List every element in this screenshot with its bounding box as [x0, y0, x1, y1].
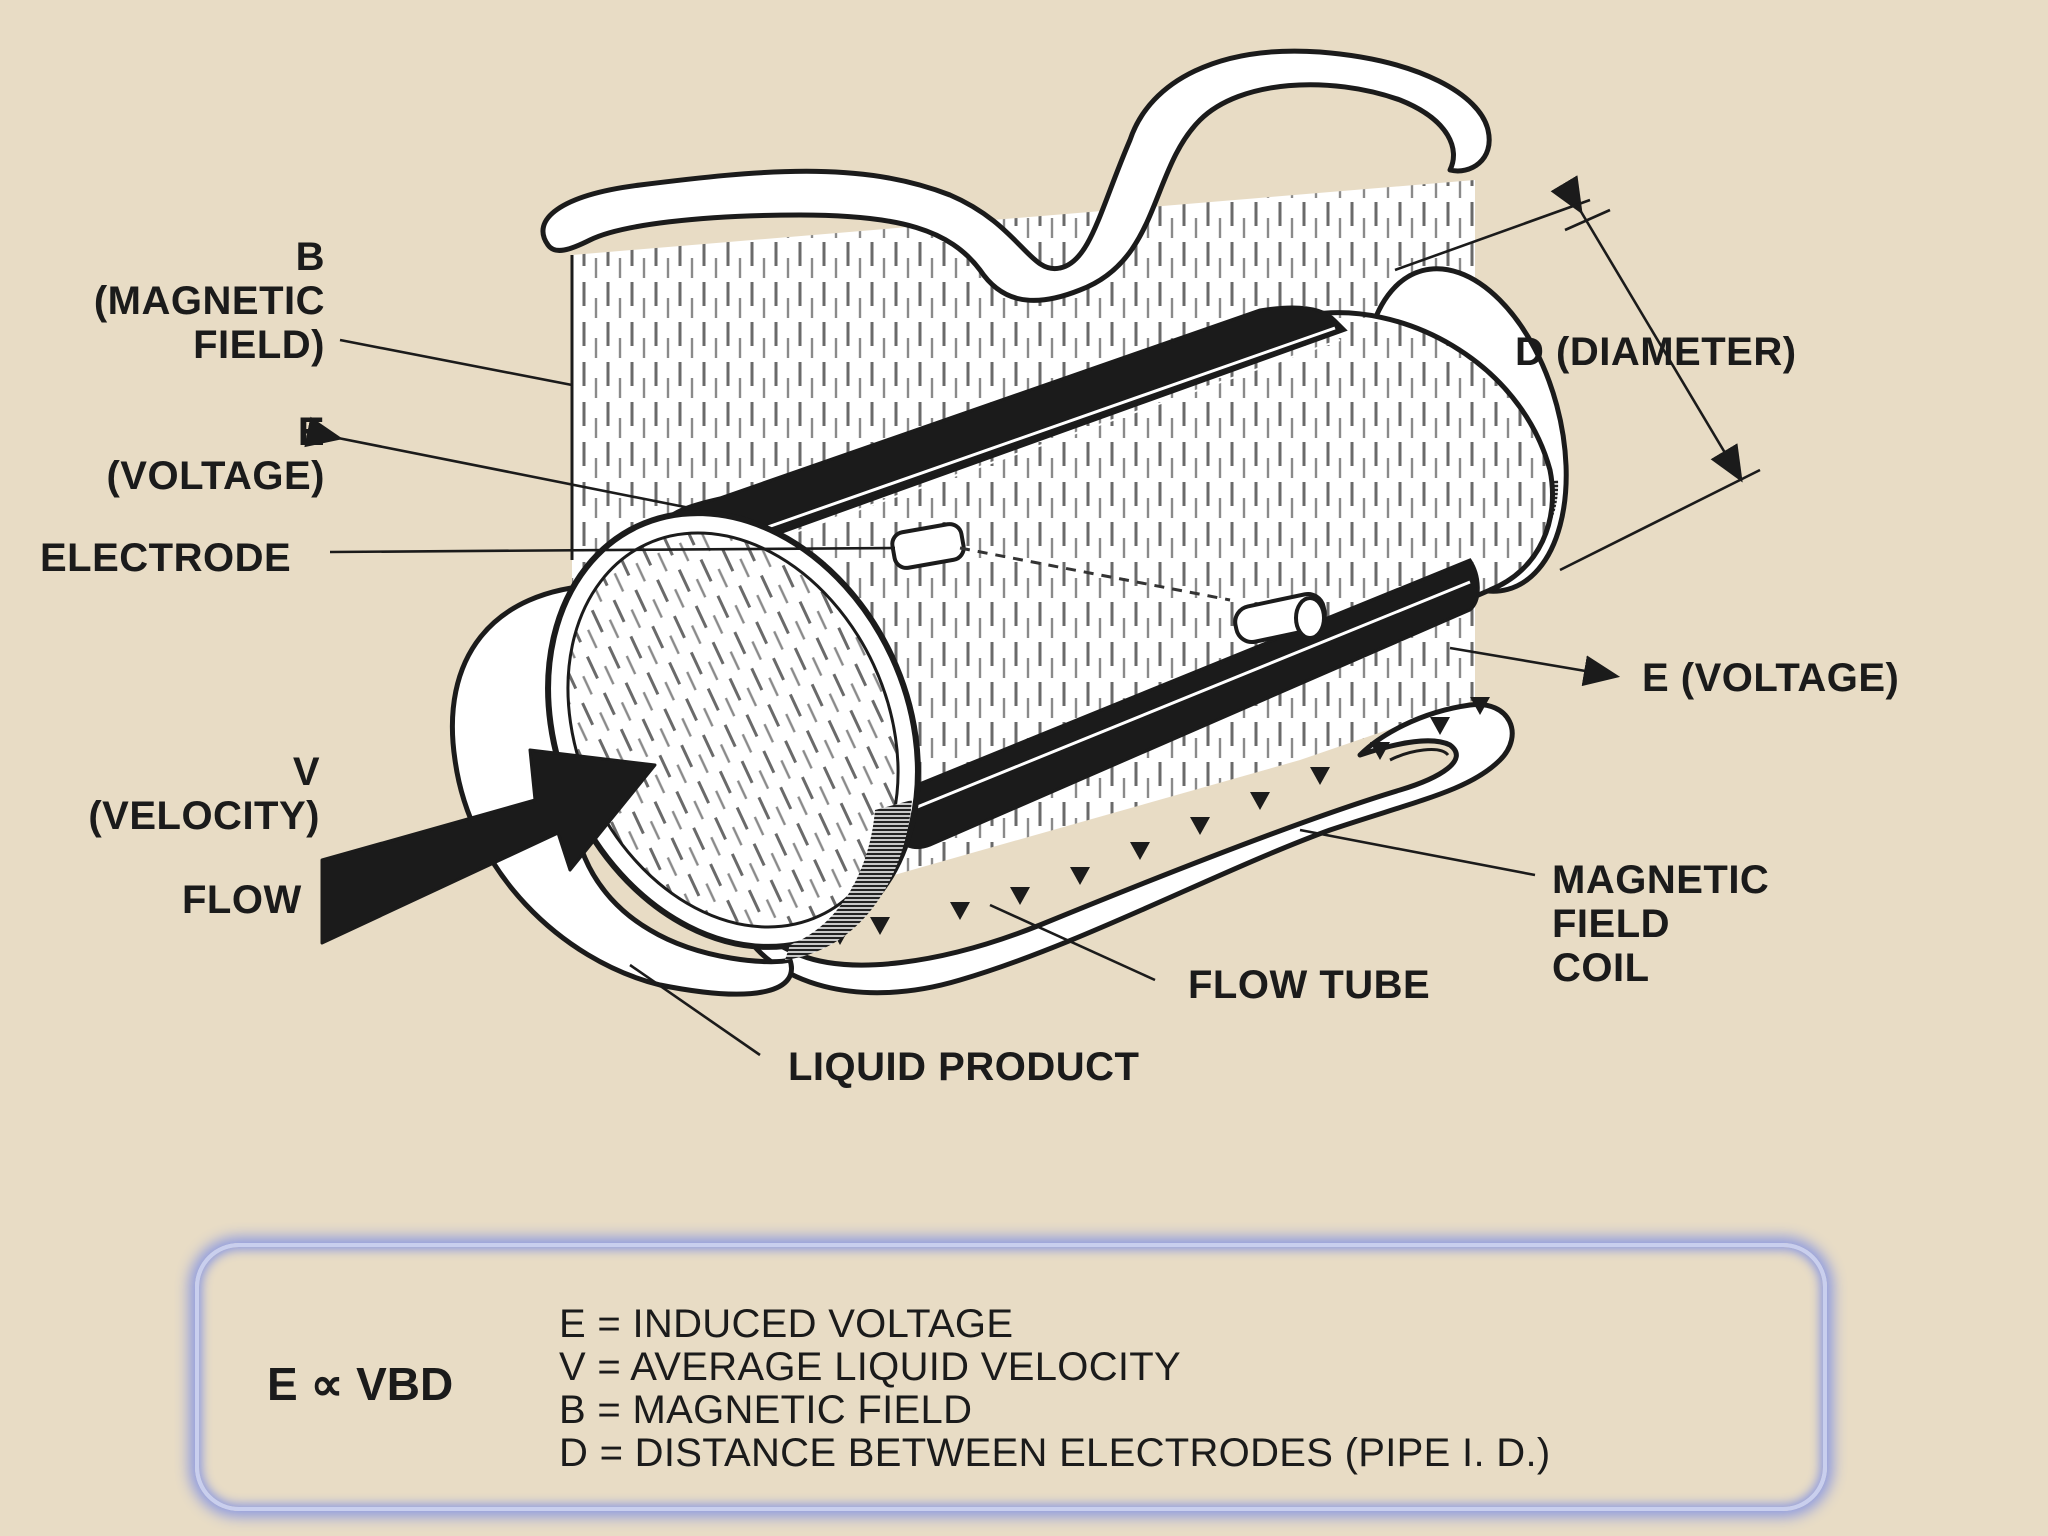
coil-label-line3: COIL [1552, 946, 1650, 990]
flow-tube-label: FLOW TUBE [1188, 963, 1431, 1007]
voltage-left-label: E (VOLTAGE) [40, 410, 325, 498]
electrode-near [1233, 592, 1327, 644]
velocity-label-line1: V [292, 750, 320, 794]
magnetic-field-label-line1: B [295, 235, 325, 279]
definition-e: E = INDUCED VOLTAGE [559, 1302, 1014, 1346]
upper-coil [540, 48, 1492, 303]
formula-text: E ∝ VBD [267, 1358, 454, 1410]
voltage-right-label: E (VOLTAGE) [1642, 656, 1900, 700]
magnetic-field-label-line3: FIELD) [193, 323, 325, 367]
leader-lines [304, 175, 1761, 1057]
definition-b: B = MAGNETIC FIELD [559, 1388, 973, 1432]
coil-label-line1: MAGNETIC [1552, 858, 1770, 902]
lower-coil [737, 702, 1515, 996]
velocity-label-line2: (VELOCITY) [88, 794, 320, 838]
magnetic-field-label: B (MAGNETIC FIELD) [40, 235, 325, 367]
flow-label: FLOW [182, 878, 302, 922]
diameter-label: D (DIAMETER) [1515, 330, 1797, 374]
electrode-far [890, 522, 1231, 602]
voltage-left-label-line1: E [297, 410, 325, 454]
coil-label-line2: FIELD [1552, 902, 1671, 946]
voltage-left-label-line2: (VOLTAGE) [106, 454, 325, 498]
definition-v: V = AVERAGE LIQUID VELOCITY [559, 1345, 1182, 1389]
velocity-label: V (VELOCITY) [40, 750, 320, 838]
definition-d: D = DISTANCE BETWEEN ELECTRODES (PIPE I.… [559, 1431, 1551, 1475]
liquid-product-label: LIQUID PRODUCT [788, 1045, 1140, 1089]
coil-label: MAGNETIC FIELD COIL [1552, 858, 1769, 990]
flow-arrow [320, 748, 657, 945]
definitions-list: E = INDUCED VOLTAGE V = AVERAGE LIQUID V… [559, 1303, 1551, 1475]
electrode-label: ELECTRODE [40, 536, 292, 580]
magnetic-field-label-line2: (MAGNETIC [93, 279, 325, 323]
formula-box: E ∝ VBD E = INDUCED VOLTAGE V = AVERAGE … [195, 1243, 1827, 1511]
